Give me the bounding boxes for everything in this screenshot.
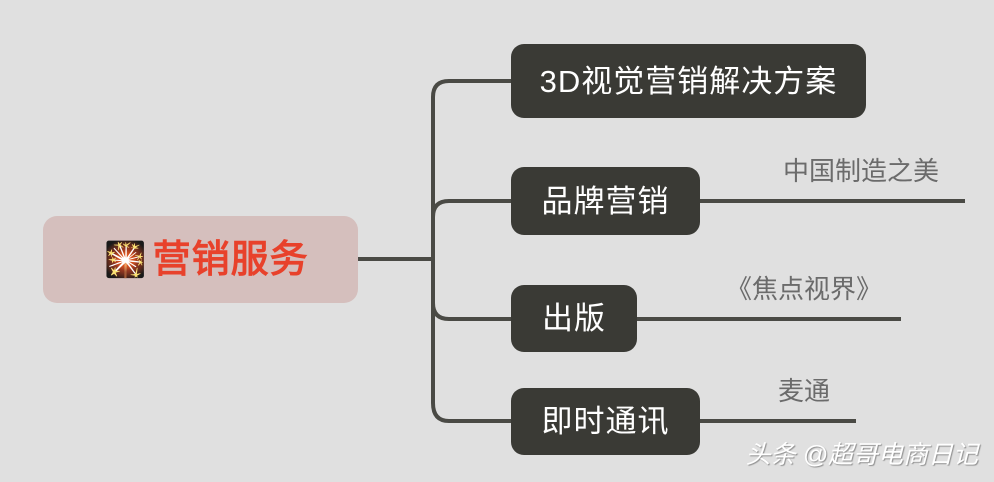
root-node-content: 🎇 营销服务 xyxy=(104,241,308,279)
branch-node-label: 品牌营销 xyxy=(541,183,670,219)
branch-node-instant-messaging[interactable]: 即时通讯 xyxy=(511,388,700,455)
connector-branch-2 xyxy=(431,199,513,218)
branch-node-label: 出版 xyxy=(542,301,606,336)
leaf-label-publishing: 《焦点视界》 xyxy=(726,274,883,304)
sparkler-flower-icon: 🎇 xyxy=(104,240,147,279)
branch-node-3d-visual-marketing[interactable]: 3D视觉营销解决方案 xyxy=(511,44,866,118)
branch-node-label: 3D视觉营销解决方案 xyxy=(539,63,838,99)
branch-node-brand-marketing[interactable]: 品牌营销 xyxy=(511,167,700,235)
root-node[interactable]: 🎇 营销服务 xyxy=(43,216,358,303)
leaf-label-brand-marketing: 中国制造之美 xyxy=(783,156,940,186)
branch-node-label: 即时通讯 xyxy=(541,404,670,439)
leaf-label-instant-messaging: 麦通 xyxy=(778,376,831,406)
watermark: 头条 @超哥电商日记 xyxy=(745,441,978,469)
connector-branch-4 xyxy=(431,402,513,423)
connector-branch-3 xyxy=(431,302,513,321)
connector-branch-1 xyxy=(431,79,513,98)
root-node-label: 营销服务 xyxy=(152,238,309,281)
branch-node-publishing[interactable]: 出版 xyxy=(511,285,637,352)
